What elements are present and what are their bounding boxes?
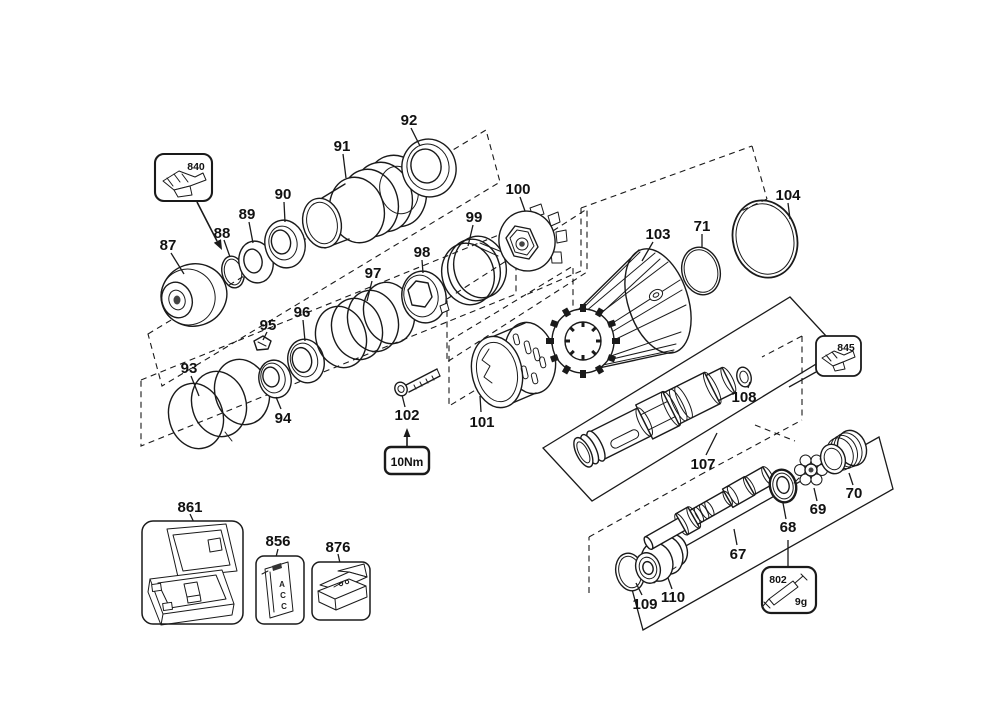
- part-label-71: 71: [694, 218, 711, 235]
- part-label-90: 90: [275, 186, 292, 203]
- badge-845: 845: [788, 335, 862, 388]
- grease-quantity: 9g: [795, 596, 807, 608]
- part-label-101: 101: [469, 414, 494, 431]
- sticker-icon: A C C: [261, 561, 294, 619]
- part-92-collar: [401, 138, 457, 198]
- nameplate-icon: [821, 350, 856, 372]
- part-98-hex-washer: [401, 270, 450, 324]
- badge-856-sticker: A C C: [255, 555, 305, 625]
- part-label-70: 70: [846, 485, 863, 502]
- part-label-99: 99: [466, 209, 483, 226]
- arrowhead: [213, 239, 222, 250]
- inner-splines: [565, 322, 601, 360]
- part-label-102: 102: [394, 407, 419, 424]
- part-94-washer: [258, 359, 292, 399]
- sticker-letter-c2: C: [281, 602, 287, 611]
- badge-840-number: 840: [187, 161, 205, 173]
- part-label-110: 110: [661, 589, 685, 606]
- part-101-slotted-sleeve: [470, 321, 557, 409]
- badges: 840 845 10Nm: [141, 152, 862, 626]
- group-box-101: [448, 265, 574, 407]
- part-label-861: 861: [177, 499, 202, 516]
- badge-876-parts-box: [311, 561, 371, 621]
- grease-gun-icon: [762, 573, 808, 609]
- part-102-bolt: [394, 368, 441, 397]
- badge-845-number: 845: [837, 342, 855, 354]
- part-107-spindle: [573, 366, 737, 468]
- part-99-retaining-rings: [440, 235, 508, 306]
- part-label-88: 88: [214, 225, 231, 242]
- part-87-end-cap: [160, 263, 228, 327]
- leader-lines: [170, 127, 854, 596]
- part-label-107: 107: [690, 456, 715, 473]
- part-95-key: [253, 335, 272, 351]
- part-89-washer: [238, 240, 274, 284]
- part-100-locking-sleeve: [498, 203, 568, 272]
- part-label-100: 100: [505, 181, 530, 198]
- torque-value: 10Nm: [391, 455, 424, 469]
- parts: [160, 138, 868, 592]
- torque-badge: 10Nm: [383, 428, 431, 476]
- part-label-856: 856: [265, 533, 290, 550]
- arrowhead-up: [403, 428, 411, 437]
- part-label-96: 96: [294, 304, 311, 321]
- part-label-103: 103: [645, 226, 670, 243]
- part-90-ring: [264, 219, 306, 269]
- part-label-89: 89: [239, 206, 256, 223]
- part-108-seal: [736, 366, 752, 388]
- part-110-bushing: [634, 533, 689, 584]
- part-103-clutch-housing: [546, 248, 692, 378]
- part-104-o-ring: [731, 199, 799, 279]
- badge-840: 840: [153, 152, 222, 250]
- part-label-97: 97: [365, 265, 382, 282]
- part-label-67: 67: [730, 546, 747, 563]
- part-label-92: 92: [401, 112, 418, 129]
- part-label-98: 98: [414, 244, 431, 261]
- cap-bore: [173, 295, 181, 305]
- part-label-108: 108: [731, 389, 756, 406]
- sticker-letter-c1: C: [280, 591, 286, 600]
- part-70-ribbed-cap: [819, 429, 868, 475]
- group-box-107-dashed: [588, 335, 803, 593]
- part-label-94: 94: [275, 410, 292, 427]
- part-71-o-ring: [680, 246, 722, 296]
- part-label-68: 68: [780, 519, 797, 536]
- part-label-109: 109: [632, 596, 657, 613]
- carry-case-icon: [147, 523, 238, 626]
- part-label-93: 93: [181, 360, 198, 377]
- nameplate-icon: [162, 170, 207, 198]
- parts-box-icon: [317, 563, 368, 611]
- part-labels: 87 88 89 90 91 92 93 94 95 96 97 98 99 1…: [160, 112, 863, 613]
- grease-badge: 802 9g: [760, 540, 818, 615]
- part-label-91: 91: [334, 138, 351, 155]
- grease-part-number: 802: [769, 574, 787, 586]
- group-box-93-98: [140, 227, 517, 447]
- spline-teeth: [546, 304, 620, 378]
- part-label-876: 876: [325, 539, 350, 556]
- part-label-69: 69: [810, 501, 827, 518]
- sticker-letter-a: A: [279, 580, 285, 589]
- part-label-95: 95: [260, 317, 277, 334]
- badge-861-case: [141, 520, 244, 626]
- part-93-spring: [167, 358, 271, 450]
- part-97-spring: [314, 281, 416, 369]
- part-68-seal-ring: [768, 468, 798, 504]
- part-label-87: 87: [160, 237, 177, 254]
- part-label-104: 104: [775, 187, 801, 204]
- part-67-striker: [643, 466, 775, 550]
